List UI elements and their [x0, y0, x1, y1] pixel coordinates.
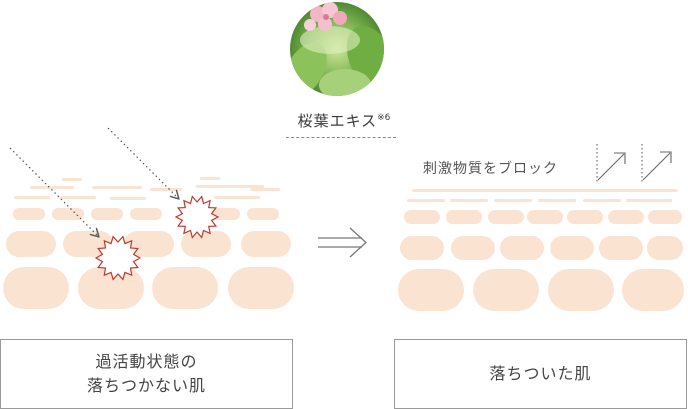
right-caption-text: 落ちついた肌 — [489, 364, 592, 383]
ingredient-name: 桜葉エキス※6 — [0, 110, 688, 131]
ingredient-note: ※6 — [377, 113, 391, 123]
ingredient-underline — [286, 137, 396, 138]
left-skin-layers — [3, 177, 294, 309]
left-caption-text: 過活動状態の 落ちつかない肌 — [86, 352, 206, 395]
irritant-arrows — [9, 127, 178, 236]
cherry-blossom-leaf-photo — [290, 2, 384, 96]
irritation-burst-icon — [94, 195, 220, 281]
right-skin-layers — [398, 189, 684, 311]
cherry-blossom-icon — [304, 2, 347, 31]
double-arrow-right-icon — [318, 227, 367, 258]
ingredient-name-text: 桜葉エキス — [297, 112, 378, 130]
block-irritants-label: 刺激物質をブロック — [423, 161, 558, 177]
right-caption-box: 落ちついた肌 — [394, 339, 687, 409]
deflect-arrow-icon — [596, 144, 672, 182]
left-caption-box: 過活動状態の 落ちつかない肌 — [0, 339, 293, 409]
